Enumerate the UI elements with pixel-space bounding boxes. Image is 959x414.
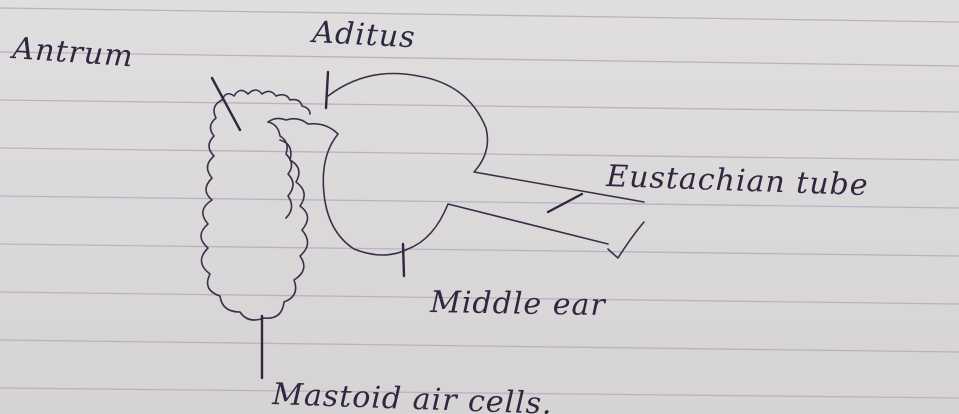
middle-ear-label: Middle ear xyxy=(429,285,607,323)
aditus-pointer xyxy=(326,72,328,108)
middle-ear-outline xyxy=(308,124,608,255)
aditus-roof xyxy=(328,74,644,203)
middle-ear-pointer xyxy=(403,244,404,276)
antrum-label: Antrum xyxy=(8,31,134,75)
aditus-label: Aditus xyxy=(309,15,417,56)
antrum-inner xyxy=(268,118,308,124)
ruled-lines xyxy=(0,8,959,398)
eustachian-tube-label: Eustachian tube xyxy=(605,159,869,203)
mastoid-air-cells-label: Mastoid air cells. xyxy=(271,377,554,414)
antrum-outline xyxy=(222,90,310,114)
mastoid-air-cells-inner xyxy=(268,122,293,218)
